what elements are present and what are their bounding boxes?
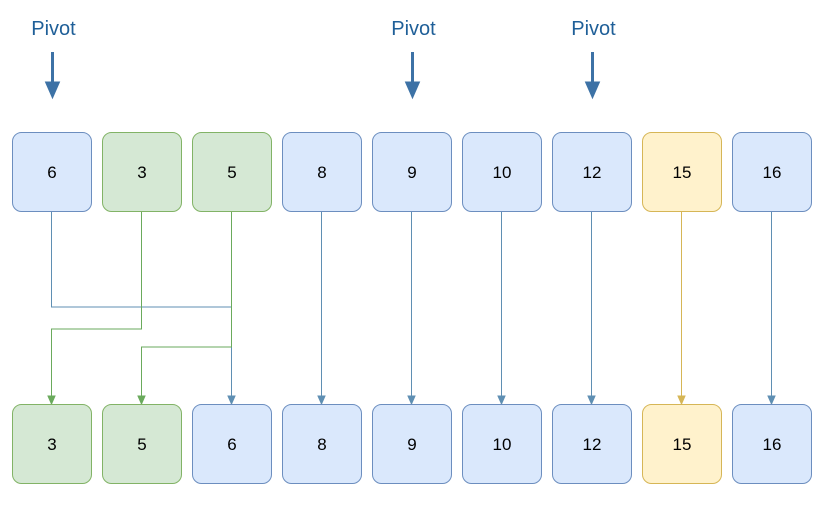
top-row-box-shape: [12, 132, 92, 212]
top-row-box: 8: [282, 132, 362, 212]
top-row-box-value: 3: [137, 163, 146, 182]
pivot-markers: Pivot Pivot Pivot: [31, 18, 616, 100]
top-row-box: 6: [12, 132, 92, 212]
connector-line: [141, 211, 232, 404]
bottom-row-box: 10: [462, 404, 542, 484]
connector-arrowhead: [137, 395, 146, 406]
connector-arrowhead: [767, 395, 776, 406]
top-row-box-value: 6: [47, 163, 56, 182]
connector-2-to-1: [137, 211, 232, 406]
connector-1-to-0: [47, 211, 142, 406]
down-arrow-icon: [44, 81, 61, 100]
pivot-marker: Pivot: [31, 18, 76, 100]
top-row-box: 16: [732, 132, 812, 212]
top-row-box-shape: [192, 132, 272, 212]
connector-7-to-7: [677, 211, 686, 406]
bottom-row-box: 9: [372, 404, 452, 484]
top-row-box-value: 16: [763, 163, 782, 182]
bottom-row-box-shape: [732, 404, 812, 484]
bottom-row-box: 12: [552, 404, 632, 484]
top-row-box-value: 9: [407, 163, 416, 182]
top-row-box-shape: [102, 132, 182, 212]
bottom-row-box-shape: [642, 404, 722, 484]
bottom-row-box: 15: [642, 404, 722, 484]
top-row-box-value: 8: [317, 163, 326, 182]
connector-0-to-2: [51, 211, 236, 406]
bottom-row-box: 16: [732, 404, 812, 484]
down-arrow-icon: [404, 81, 421, 100]
bottom-row-box-value: 8: [317, 435, 326, 454]
bottom-row-box: 3: [12, 404, 92, 484]
bottom-row-box-value: 9: [407, 435, 416, 454]
connector-4-to-4: [407, 211, 416, 406]
bottom-row-box-value: 3: [47, 435, 56, 454]
connector-arrowhead: [227, 395, 236, 406]
pivot-label: Pivot: [31, 18, 76, 40]
bottom-row-box-shape: [462, 404, 542, 484]
bottom-row-box-value: 15: [673, 435, 692, 454]
bottom-row-box-shape: [192, 404, 272, 484]
bottom-row-box: 5: [102, 404, 182, 484]
pivot-label: Pivot: [391, 18, 436, 40]
connectors: [47, 211, 776, 406]
top-row-box-value: 15: [673, 163, 692, 182]
top-row-box-shape: [552, 132, 632, 212]
top-row-box: 12: [552, 132, 632, 212]
bottom-row-box-shape: [552, 404, 632, 484]
bottom-row-box: 6: [192, 404, 272, 484]
connector-arrowhead: [497, 395, 506, 406]
bottom-row-box: 8: [282, 404, 362, 484]
bottom-row-box-value: 12: [583, 435, 602, 454]
bottom-row-box-value: 5: [137, 435, 146, 454]
top-row-box-value: 12: [583, 163, 602, 182]
connector-3-to-3: [317, 211, 326, 406]
top-row-box: 9: [372, 132, 452, 212]
top-row-box-shape: [282, 132, 362, 212]
connector-arrowhead: [677, 395, 686, 406]
connector-line: [51, 211, 142, 404]
down-arrow-icon: [584, 81, 601, 100]
top-row-box-value: 10: [493, 163, 512, 182]
top-row-box: 5: [192, 132, 272, 212]
top-row: 6 3 5 8 9 10 12 15 16: [12, 132, 812, 212]
top-row-box-shape: [462, 132, 542, 212]
bottom-row-box-shape: [12, 404, 92, 484]
connector-arrowhead: [407, 395, 416, 406]
top-row-box-shape: [372, 132, 452, 212]
connector-5-to-5: [497, 211, 506, 406]
bottom-row-box-value: 10: [493, 435, 512, 454]
connector-6-to-6: [587, 211, 596, 406]
top-row-box: 10: [462, 132, 542, 212]
top-row-box: 15: [642, 132, 722, 212]
connector-arrowhead: [47, 395, 56, 406]
top-row-box-shape: [642, 132, 722, 212]
bottom-row-box-shape: [282, 404, 362, 484]
top-row-box-shape: [732, 132, 812, 212]
bottom-row: 3 5 6 8 9 10 12 15 16: [12, 404, 812, 484]
connector-8-to-8: [767, 211, 776, 406]
top-row-box: 3: [102, 132, 182, 212]
top-row-box-value: 5: [227, 163, 236, 182]
bottom-row-box-shape: [372, 404, 452, 484]
connector-arrowhead: [587, 395, 596, 406]
bottom-row-box-shape: [102, 404, 182, 484]
connector-arrowhead: [317, 395, 326, 406]
bottom-row-box-value: 6: [227, 435, 236, 454]
pivot-marker: Pivot: [571, 18, 616, 100]
pivot-marker: Pivot: [391, 18, 436, 100]
bottom-row-box-value: 16: [763, 435, 782, 454]
pivot-label: Pivot: [571, 18, 616, 40]
